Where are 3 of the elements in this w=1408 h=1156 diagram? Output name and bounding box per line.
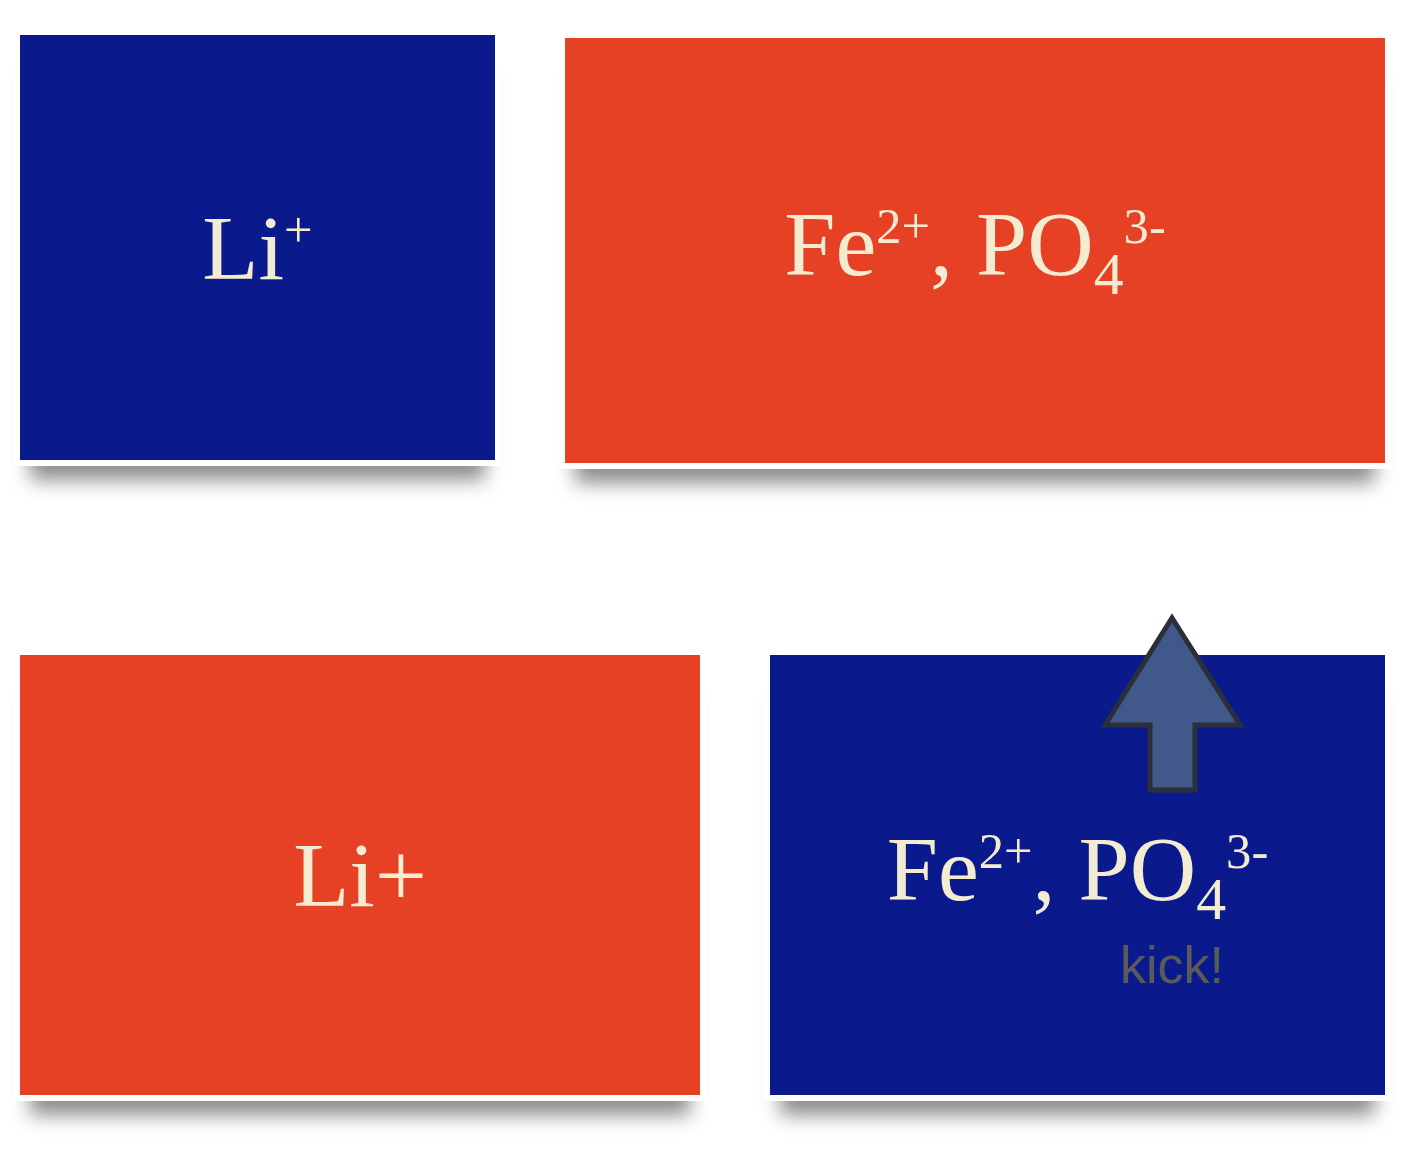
ion-label: Li$^{+}$ — [202, 195, 313, 301]
ion-label: Li+ — [293, 823, 427, 928]
arrow-caption: kick! — [1120, 935, 1224, 995]
